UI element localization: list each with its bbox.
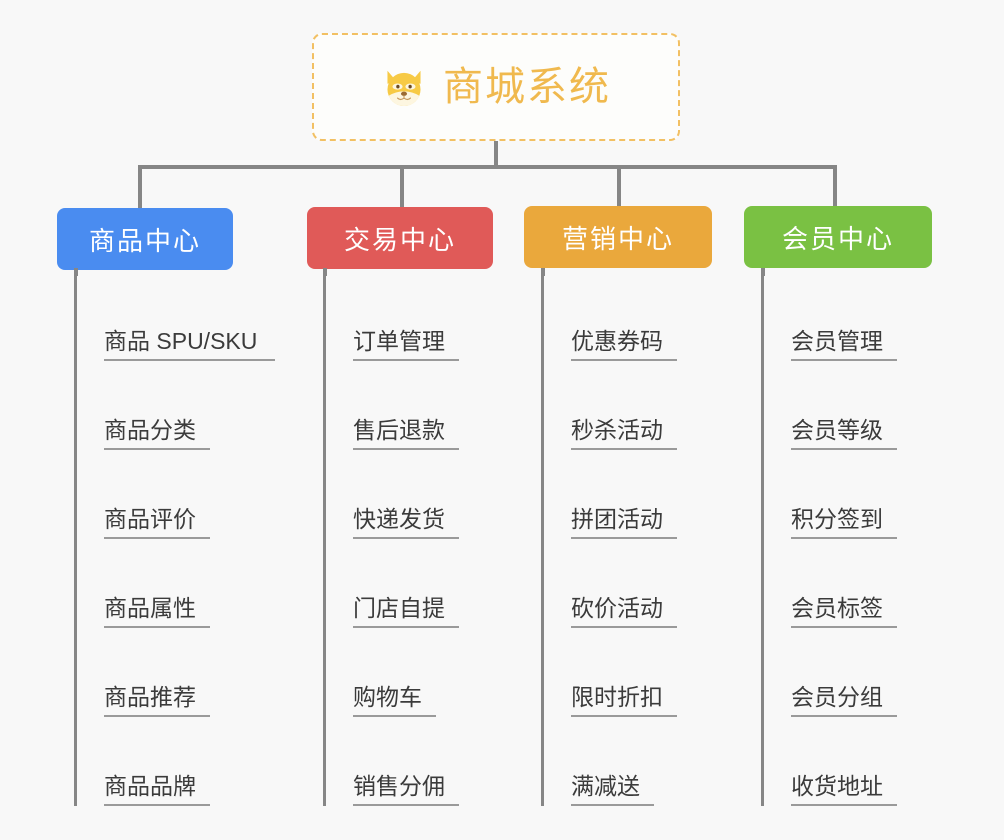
- leaf-item[interactable]: 会员标签: [761, 539, 897, 628]
- leaf-item[interactable]: 商品分类: [74, 361, 210, 450]
- leaf-item[interactable]: 会员管理: [761, 272, 897, 361]
- leaf-label: 门店自提: [353, 595, 459, 628]
- category-box-member-center[interactable]: 会员中心: [744, 206, 932, 268]
- leaf-item[interactable]: 积分签到: [761, 450, 897, 539]
- leaf-label: 购物车: [353, 684, 436, 717]
- leaf-item[interactable]: 门店自提: [323, 539, 459, 628]
- dog-face-icon: [387, 70, 421, 106]
- leaf-item[interactable]: 拼团活动: [541, 450, 677, 539]
- category-label-product-center: 商品中心: [88, 225, 201, 256]
- leaf-label: 商品属性: [104, 595, 210, 628]
- root-title: 商城系统: [443, 65, 611, 109]
- leaf-label: 商品分类: [104, 417, 210, 450]
- leaf-item[interactable]: 商品 SPU/SKU: [74, 272, 276, 361]
- leaf-label: 售后退款: [353, 417, 459, 450]
- leaf-label: 商品品牌: [104, 773, 210, 806]
- leaf-item[interactable]: 会员等级: [761, 361, 897, 450]
- leaf-label: 限时折扣: [571, 684, 677, 717]
- spine-trade-center: [323, 272, 326, 806]
- leaf-item[interactable]: 限时折扣: [541, 628, 677, 717]
- category-box-marketing-center[interactable]: 营销中心: [524, 206, 712, 268]
- leaf-item[interactable]: 秒杀活动: [541, 361, 677, 450]
- leaf-label: 商品 SPU/SKU: [104, 328, 276, 361]
- category-label-trade-center: 交易中心: [343, 224, 456, 255]
- leaf-item[interactable]: 商品属性: [74, 539, 210, 628]
- leaf-item[interactable]: 订单管理: [323, 272, 459, 361]
- spine-member-center: [761, 272, 764, 806]
- leaf-item[interactable]: 销售分佣: [323, 717, 459, 806]
- leaf-item[interactable]: 商品推荐: [74, 628, 210, 717]
- leaf-item[interactable]: 砍价活动: [541, 539, 677, 628]
- connector-drop-product-center: [138, 165, 142, 208]
- leaf-label: 积分签到: [791, 506, 897, 539]
- leaf-label: 销售分佣: [353, 773, 459, 806]
- leaf-label: 会员标签: [791, 595, 897, 628]
- leaf-label: 会员等级: [791, 417, 897, 450]
- leaf-label: 砍价活动: [571, 595, 677, 628]
- leaf-item[interactable]: 商品评价: [74, 450, 210, 539]
- leaf-item[interactable]: 售后退款: [323, 361, 459, 450]
- leaf-item[interactable]: 收货地址: [761, 717, 897, 806]
- leaf-label: 订单管理: [353, 328, 459, 361]
- leaf-item[interactable]: 购物车: [323, 628, 436, 717]
- spine-product-center: [74, 272, 77, 806]
- leaf-label: 拼团活动: [571, 506, 677, 539]
- leaf-item[interactable]: 快递发货: [323, 450, 459, 539]
- connector-horizontal-bus: [138, 165, 836, 169]
- category-label-member-center: 会员中心: [781, 223, 894, 254]
- leaf-label: 快递发货: [353, 506, 459, 539]
- leaf-item[interactable]: 优惠券码: [541, 272, 677, 361]
- leaf-item[interactable]: 满减送: [541, 717, 654, 806]
- spine-marketing-center: [541, 272, 544, 806]
- connector-drop-trade-center: [400, 165, 404, 208]
- category-label-marketing-center: 营销中心: [561, 223, 674, 254]
- leaf-item[interactable]: 会员分组: [761, 628, 897, 717]
- leaf-label: 会员管理: [791, 328, 897, 361]
- leaf-label: 秒杀活动: [571, 417, 677, 450]
- leaf-item[interactable]: 商品品牌: [74, 717, 210, 806]
- leaf-label: 收货地址: [791, 773, 897, 806]
- leaf-label: 优惠券码: [571, 328, 677, 361]
- category-box-trade-center[interactable]: 交易中心: [307, 207, 493, 269]
- category-box-product-center[interactable]: 商品中心: [57, 208, 233, 270]
- root-node-shopping-mall-system[interactable]: 商城系统: [312, 33, 680, 141]
- leaf-label: 会员分组: [791, 684, 897, 717]
- connector-drop-member-center: [833, 165, 837, 208]
- leaf-label: 满减送: [571, 773, 654, 806]
- connector-drop-marketing-center: [617, 165, 621, 208]
- connector-root-stem: [494, 141, 498, 168]
- leaf-label: 商品推荐: [104, 684, 210, 717]
- leaf-label: 商品评价: [104, 506, 210, 539]
